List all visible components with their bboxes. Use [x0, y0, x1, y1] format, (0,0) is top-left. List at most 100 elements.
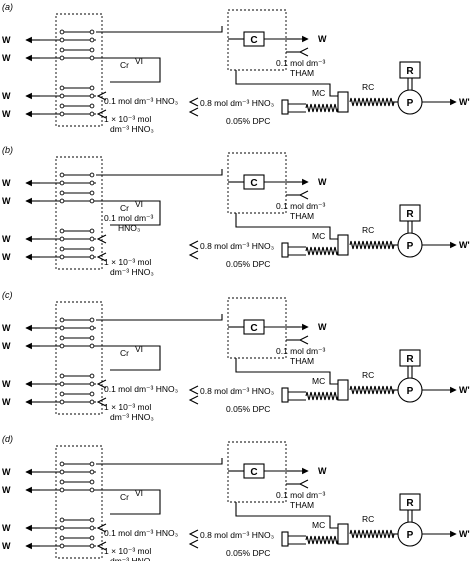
tham-label-line2: THAM [290, 500, 314, 510]
panel-label: (c) [2, 290, 13, 300]
valve-port-icon [89, 198, 95, 204]
recorder-label: R [406, 66, 414, 77]
valve-port-icon [89, 525, 95, 531]
valve-port-icon [89, 37, 95, 43]
valve-port-icon [89, 111, 95, 117]
mixing-coil-label: MC [312, 88, 325, 98]
valve-port-icon [89, 535, 95, 541]
column-waste-label: W [318, 466, 327, 476]
hno3-1e3-label-line2: dm⁻³ HNO₃ [110, 412, 154, 422]
mixing-coil [305, 246, 339, 256]
inlet-tube-icon [96, 379, 107, 389]
valve-port-icon [59, 517, 65, 523]
tham-label-line1: 0.1 mol dm⁻³ [276, 346, 326, 356]
hno3-08-label: 0.8 mol dm⁻³ HNO₃ [200, 241, 274, 251]
inlet-tube-icon [298, 190, 309, 200]
inlet-tube-icon [188, 395, 199, 405]
waste-label: W [2, 341, 11, 351]
valve-port-icon [59, 479, 65, 485]
hno3-08-label: 0.8 mol dm⁻³ HNO₃ [200, 98, 274, 108]
column-waste-label: W [318, 177, 327, 187]
tube-line [96, 489, 161, 515]
final-waste-label: W' [459, 240, 470, 250]
mixing-tee [337, 234, 349, 256]
dpc-label: 0.05% DPC [226, 116, 270, 126]
column-label: C [250, 178, 257, 189]
mixing-tee [337, 379, 349, 401]
valve-port-icon [89, 180, 95, 186]
valve-port-icon [89, 487, 95, 493]
hno3-1e3-label-line1: 1 × 10⁻³ mol [104, 546, 151, 556]
column-housing [227, 441, 287, 503]
valve-port-icon [89, 228, 95, 234]
tham-label-line2: THAM [290, 211, 314, 221]
valve-port-icon [59, 236, 65, 242]
tham-label-line1: 0.1 mol dm⁻³ [276, 201, 326, 211]
confluence-tee [281, 387, 289, 403]
valve-port-icon [59, 29, 65, 35]
inlet-tube-icon [188, 240, 199, 250]
inlet-tube-icon [188, 385, 199, 395]
hno3-01-label: 0.1 mol dm⁻³ HNO₃ [104, 384, 178, 394]
valve-port-icon [59, 391, 65, 397]
panel-label: (b) [2, 145, 13, 155]
tube-line [96, 458, 223, 465]
valve-port-icon [89, 399, 95, 405]
inlet-tube-icon [298, 335, 309, 345]
inlet-tube-icon [188, 250, 199, 260]
inlet-tube-icon [96, 109, 107, 119]
valve-port-icon [89, 85, 95, 91]
confluence-tee [281, 242, 289, 258]
injection-valve [55, 156, 103, 270]
sample-cr-superscript: VI [135, 488, 143, 498]
waste-label: W [2, 485, 11, 495]
hno3-1e3-label-line1: 1 × 10⁻³ mol [104, 114, 151, 124]
valve-port-icon [59, 228, 65, 234]
valve-port-icon [89, 517, 95, 523]
valve-port-icon [89, 335, 95, 341]
hno3-1e3-label-line1: 1 × 10⁻³ mol [104, 257, 151, 267]
valve-port-icon [59, 461, 65, 467]
waste-label: W [2, 541, 11, 551]
sample-cr-superscript: VI [135, 199, 143, 209]
hno3-1e3-label-line1: 1 × 10⁻³ mol [104, 402, 151, 412]
valve-port-icon [89, 391, 95, 397]
valve-port-icon [59, 325, 65, 331]
sample-cr-superscript: VI [135, 56, 143, 66]
inlet-tube-icon [188, 539, 199, 549]
injection-valve [55, 445, 103, 559]
valve-port-icon [59, 317, 65, 323]
waste-label: W [2, 196, 11, 206]
hno3-01-label: 0.1 mol dm⁻³ HNO₃ [104, 528, 178, 538]
recorder-label: R [406, 354, 414, 365]
valve-port-icon [59, 180, 65, 186]
valve-port-icon [89, 55, 95, 61]
column-housing [227, 297, 287, 359]
valve-port-icon [89, 190, 95, 196]
mixing-coil [305, 391, 339, 401]
column-waste-label: W [318, 34, 327, 44]
valve-port-icon [89, 469, 95, 475]
inlet-tube-icon [96, 91, 107, 101]
confluence-tee [281, 531, 289, 547]
mixing-tee [337, 91, 349, 113]
waste-label: W [2, 467, 11, 477]
dpc-label: 0.05% DPC [226, 548, 270, 558]
tube-line [96, 200, 161, 226]
pump-label: P [407, 98, 414, 109]
hno3-01-label: 0.1 mol dm⁻³ HNO₃ [104, 96, 178, 106]
pump-label: P [407, 530, 414, 541]
tham-label-line2: THAM [290, 68, 314, 78]
pump-label: P [407, 241, 414, 252]
waste-label: W [2, 323, 11, 333]
hno3-08-label: 0.8 mol dm⁻³ HNO₃ [200, 386, 274, 396]
inlet-tube-icon [188, 107, 199, 117]
inlet-tube-icon [96, 252, 107, 262]
valve-port-icon [59, 487, 65, 493]
hno3-1e3-label-line2: dm⁻³ HNO₃ [110, 556, 154, 561]
valve-port-icon [59, 381, 65, 387]
waste-label: W [2, 53, 11, 63]
column-waste-label: W [318, 322, 327, 332]
